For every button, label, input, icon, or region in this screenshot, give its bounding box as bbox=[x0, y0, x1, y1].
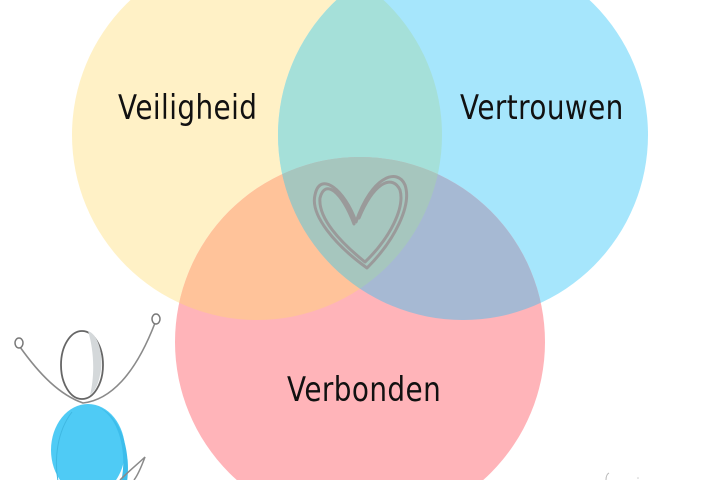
label-verbonden: Verbonden bbox=[287, 370, 442, 410]
overlap-veiligheid-verbonden bbox=[175, 157, 442, 320]
heart-icon bbox=[312, 175, 408, 270]
faint-mark bbox=[605, 472, 610, 481]
figure-body bbox=[51, 404, 125, 484]
label-vertrouwen: Vertrouwen bbox=[460, 88, 624, 128]
overlap-vertrouwen-verbonden bbox=[278, 157, 545, 320]
label-veiligheid: Veiligheid bbox=[118, 88, 258, 128]
stick-figure-icon bbox=[14, 313, 161, 484]
